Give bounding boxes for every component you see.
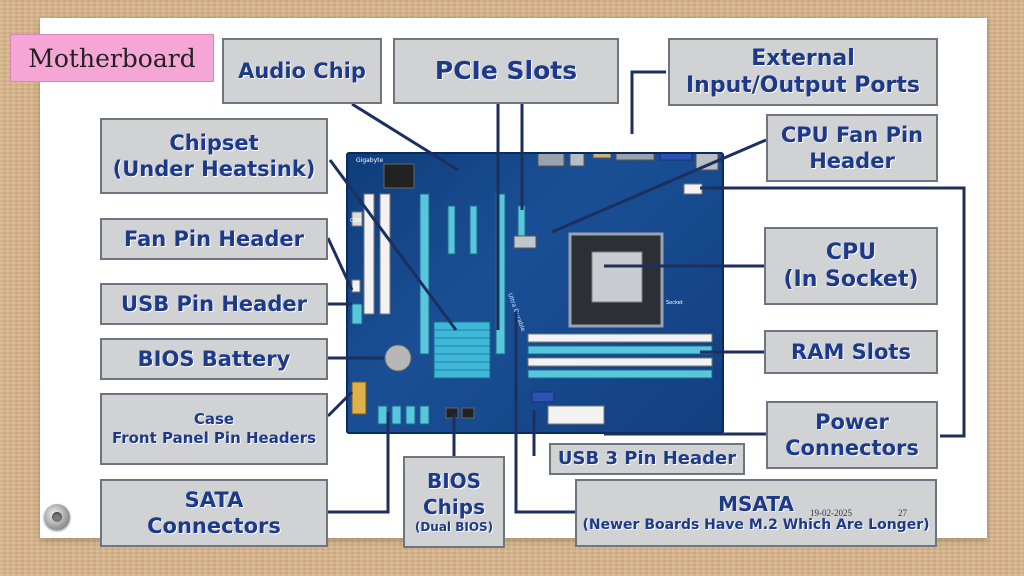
label-text: Chipset <box>169 130 259 155</box>
label-text: Power <box>815 409 889 434</box>
leader-line-fan-header <box>326 237 354 291</box>
label-usb3-pin-header: USB 3 Pin Header <box>549 443 745 475</box>
label-sata-connectors: SATA Connectors <box>100 479 328 547</box>
pcie-x1-slot <box>447 205 456 255</box>
label-pcie-slots: PCIe Slots <box>393 38 619 104</box>
leader-line-chipset <box>328 159 458 331</box>
label-text: Connectors <box>785 436 919 460</box>
sata-connector <box>419 405 430 425</box>
label-text: MSATA <box>718 491 794 516</box>
label-msata: MSATA (Newer Boards Have M.2 Which Are L… <box>575 479 937 547</box>
pushpin-icon <box>44 504 70 530</box>
ram-slot <box>527 357 713 367</box>
pcie-x16-slot <box>419 193 430 355</box>
label-text: USB 3 Pin Header <box>557 447 737 469</box>
label-text: External <box>751 45 855 71</box>
label-usb-pin-header: USB Pin Header <box>100 283 328 325</box>
pci-slot <box>379 193 391 315</box>
label-text: Connectors <box>147 514 281 538</box>
com-silkscreen: COM <box>350 218 362 224</box>
label-case-front-panel: Case Front Panel Pin Headers <box>100 393 328 465</box>
leader-line-power-eps <box>700 186 966 438</box>
ram-slot <box>527 345 713 355</box>
bios-chip <box>445 407 459 419</box>
brand-silkscreen: Gigabyte <box>356 157 384 164</box>
label-cpu-fan-pin-header: CPU Fan Pin Header <box>766 114 938 182</box>
bios-battery <box>384 344 412 372</box>
label-cpu: CPU (In Socket) <box>764 227 938 305</box>
audio-chip <box>383 163 415 189</box>
leader-line-external-ports <box>630 70 666 134</box>
chipset-heatsink <box>433 321 491 379</box>
leader-line-audio-chip <box>351 102 459 172</box>
front-panel-header <box>351 381 367 415</box>
socket-silkscreen: Socket <box>666 300 683 306</box>
pcie-x1-slot <box>469 205 478 255</box>
ram-slot <box>527 333 713 343</box>
label-text: (Under Heatsink) <box>112 157 316 181</box>
sata-connector <box>405 405 416 425</box>
leader-line-sata <box>328 412 390 514</box>
cpu <box>591 251 643 303</box>
label-text: Fan Pin Header <box>123 226 305 251</box>
label-ram-slots: RAM Slots <box>764 330 938 374</box>
usb3-header <box>531 391 555 403</box>
label-text: CPU Fan Pin <box>780 122 924 147</box>
label-text: BIOS Battery <box>137 346 291 371</box>
pcie-x16-slot <box>495 193 506 355</box>
label-fan-pin-header: Fan Pin Header <box>100 218 328 260</box>
leader-line-front-panel <box>326 390 354 418</box>
pci-slot <box>363 193 375 315</box>
bios-chip <box>461 407 475 419</box>
label-chipset: Chipset (Under Heatsink) <box>100 118 328 194</box>
ram-slot <box>527 369 713 379</box>
label-text: Case <box>193 410 235 429</box>
label-text: (Newer Boards Have M.2 Which Are Longer) <box>582 516 930 533</box>
label-text: Front Panel Pin Headers <box>111 429 317 447</box>
label-text: RAM Slots <box>791 339 911 364</box>
usb-pin-header <box>351 303 363 325</box>
label-text: CPU <box>825 239 877 265</box>
slide-title: Motherboard <box>10 34 214 82</box>
label-text: USB Pin Header <box>121 291 307 316</box>
label-text: Input/Output Ports <box>686 73 920 98</box>
label-external-ports: External Input/Output Ports <box>668 38 938 106</box>
label-text: Chips <box>423 495 485 520</box>
sata-connector <box>391 405 402 425</box>
slide-number: 27 <box>898 508 907 518</box>
label-bios-battery: BIOS Battery <box>100 338 328 380</box>
label-power-connectors: Power Connectors <box>766 401 938 469</box>
slide-date: 19-02-2025 <box>810 508 852 518</box>
label-text: (In Socket) <box>783 267 919 292</box>
label-bios-chips: BIOS Chips (Dual BIOS) <box>403 456 505 548</box>
label-text: Header <box>809 149 895 173</box>
label-text: SATA <box>184 487 244 512</box>
label-text: BIOS <box>426 469 482 494</box>
msata-slot <box>513 235 537 249</box>
label-text: (Dual BIOS) <box>414 520 494 535</box>
com-header <box>351 211 363 227</box>
leader-line-msata <box>514 312 576 514</box>
label-text: PCIe Slots <box>434 56 578 86</box>
label-audio-chip: Audio Chip <box>222 38 382 104</box>
fan-pin-header <box>351 279 361 293</box>
leader-line-cpu-fan <box>551 138 767 234</box>
atx-power-connector <box>547 405 605 425</box>
label-text: Audio Chip <box>238 58 366 83</box>
